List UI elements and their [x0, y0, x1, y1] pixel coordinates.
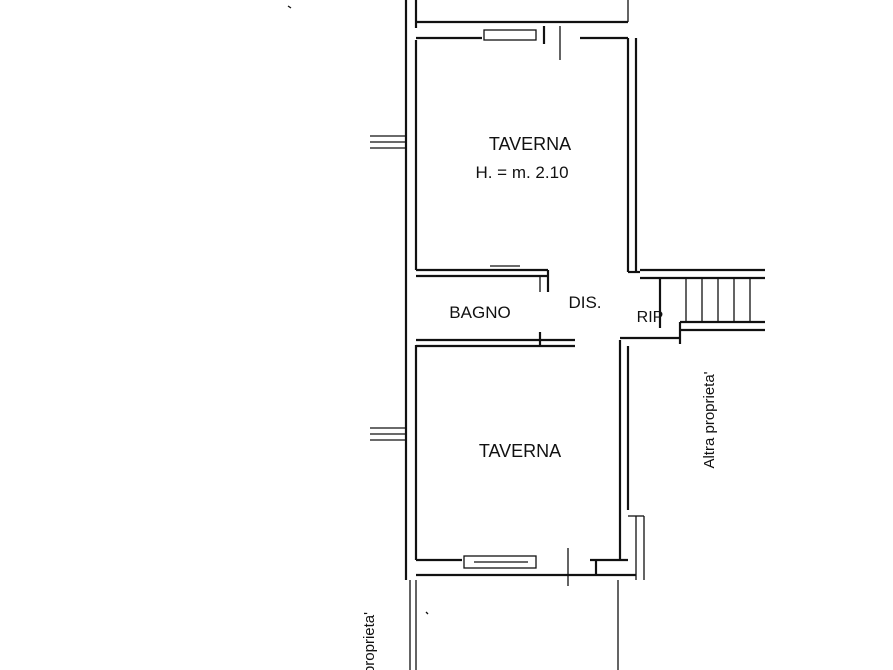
top-marks [287, 5, 429, 615]
outer-left-wall [404, 0, 418, 580]
room-label-rip: RIP [637, 309, 664, 326]
room-label-taverna-lower: TAVERNA [479, 441, 561, 461]
room-label-taverna-upper: TAVERNA [489, 134, 571, 154]
partition-upper [416, 265, 550, 292]
room-label-bagno: BAGNO [449, 303, 510, 322]
bathroom-lower-wall [416, 332, 575, 348]
top-window [483, 29, 537, 41]
top-wall [416, 0, 629, 60]
bottom-property-lines [409, 580, 619, 670]
lower-right-wall [618, 340, 645, 580]
rip-walls [620, 268, 765, 344]
left-window-lower [370, 427, 406, 441]
left-window-upper [370, 135, 406, 149]
height-note: H. = m. 2.10 [475, 163, 568, 182]
room-label-dis: DIS. [568, 293, 601, 312]
bottom-wall [416, 548, 636, 586]
bottom-window [463, 555, 537, 569]
stair-steps [685, 278, 751, 322]
annotation-right-property: Altra proprieta' [701, 371, 718, 468]
annotation-bottom-property: proprieta' [361, 612, 378, 670]
upper-right-wall [626, 38, 640, 274]
